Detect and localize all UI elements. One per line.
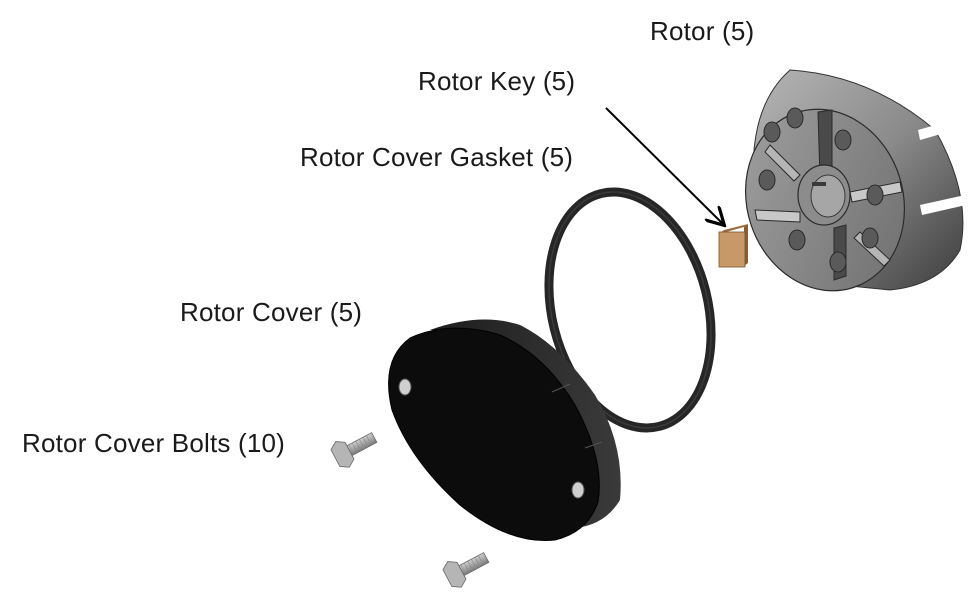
cover-hole: [571, 481, 585, 499]
leader-arrow: [605, 107, 723, 224]
label-rotor-key: Rotor Key (5): [418, 66, 576, 96]
rotor: [744, 69, 966, 292]
rotor-cover-bolt: [442, 552, 490, 588]
label-rotor-cover: Rotor Cover (5): [180, 297, 363, 327]
label-rotor: Rotor (5): [650, 16, 755, 46]
rotor-cover-bolt: [330, 432, 378, 468]
cover-hole: [398, 378, 412, 396]
label-rotor-cover-bolts: Rotor Cover Bolts (10): [22, 428, 286, 458]
rotor-key: [718, 224, 748, 268]
label-rotor-cover-gasket: Rotor Cover Gasket (5): [300, 142, 574, 172]
rotor-cover: [388, 319, 621, 542]
